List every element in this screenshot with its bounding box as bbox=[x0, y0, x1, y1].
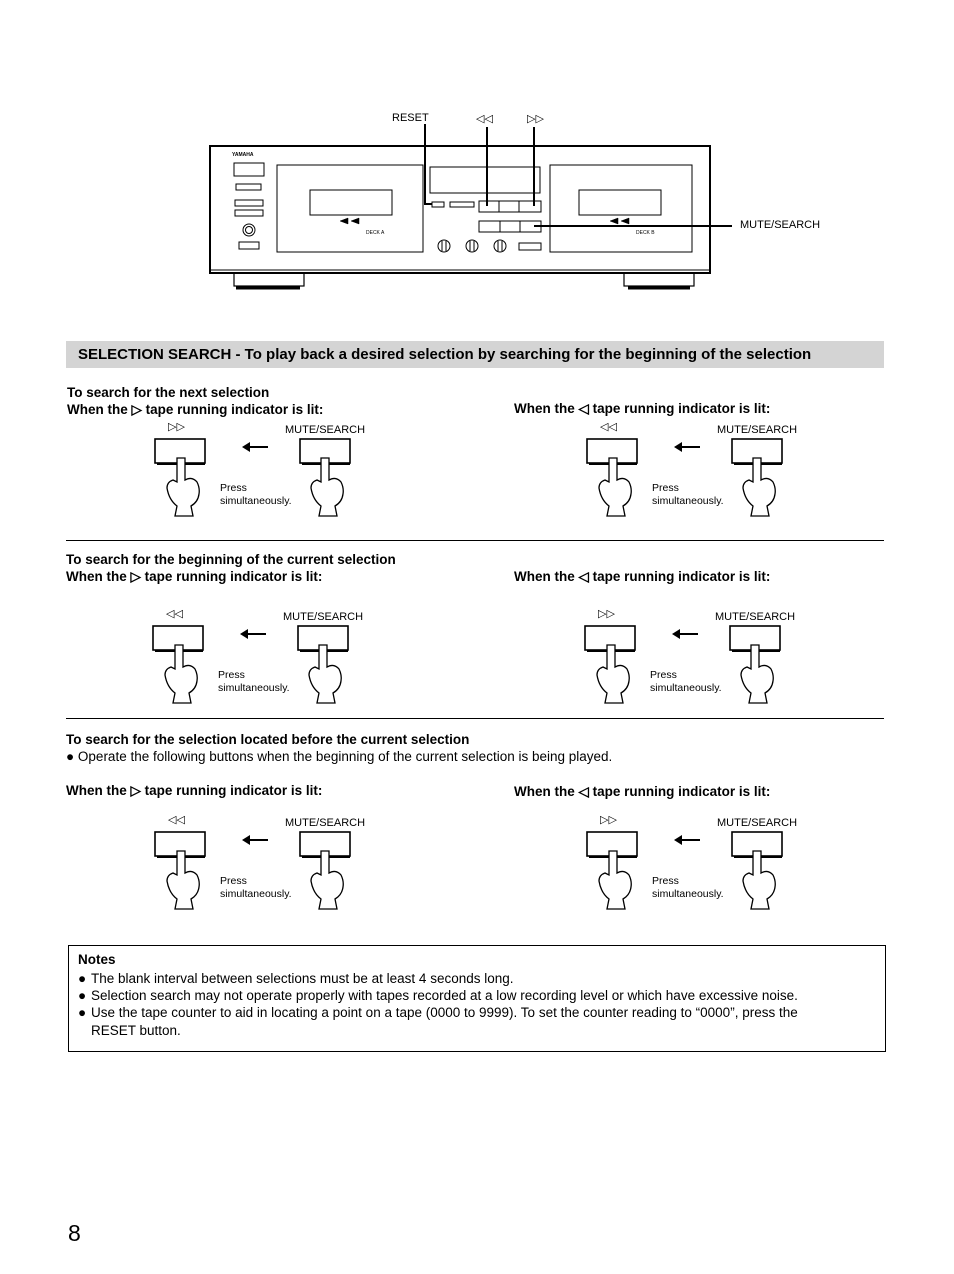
notes-title: Notes bbox=[78, 952, 116, 967]
mute-search-label: MUTE/SEARCH bbox=[285, 817, 366, 829]
press-text: Press bbox=[220, 875, 247, 887]
page-number: 8 bbox=[68, 1220, 81, 1246]
banner-title: SELECTION SEARCH - To play back a desire… bbox=[78, 346, 812, 363]
note-text: RESET button. bbox=[91, 1023, 181, 1038]
cassette-deck-drawing bbox=[209, 124, 732, 290]
press-caption: Press simultaneously. bbox=[220, 875, 292, 901]
press-simultaneously-illustration: ◁◁ MUTE/SEARCH Press simultaneously. bbox=[150, 813, 380, 913]
press-caption: Press simultaneously. bbox=[650, 669, 722, 695]
sec2-title: To search for the beginning of the curre… bbox=[66, 552, 396, 567]
section-banner: SELECTION SEARCH - To play back a desire… bbox=[66, 341, 884, 368]
notes-box: Notes ● The blank interval between selec… bbox=[68, 945, 886, 1052]
mute-search-label: MUTE/SEARCH bbox=[740, 219, 821, 231]
simultaneously-text: simultaneously. bbox=[652, 888, 724, 900]
simultaneously-text: simultaneously. bbox=[218, 682, 290, 694]
sec1-title: To search for the next selection bbox=[67, 385, 270, 400]
sec2-left-when: When the ▷ tape running indicator is lit… bbox=[66, 569, 323, 584]
hand-press-drawing bbox=[584, 625, 781, 704]
note-text: The blank interval between selections mu… bbox=[91, 971, 514, 986]
bullet-mark: ● bbox=[66, 749, 75, 764]
press-caption: Press simultaneously. bbox=[218, 669, 290, 695]
press-text: Press bbox=[650, 669, 677, 681]
sec1-right-when: When the ◁ tape running indicator is lit… bbox=[514, 401, 771, 416]
tape-button-symbol: ◁◁ bbox=[166, 608, 183, 620]
reset-label: RESET bbox=[392, 112, 429, 124]
sec3-right-when: When the ◁ tape running indicator is lit… bbox=[514, 784, 771, 799]
bullet-mark: ● bbox=[78, 988, 87, 1003]
hand-press-drawing bbox=[152, 625, 349, 704]
press-caption: Press simultaneously. bbox=[220, 482, 292, 508]
tape-button-symbol: ◁◁ bbox=[600, 421, 617, 433]
press-simultaneously-illustration: ▷▷ MUTE/SEARCH Press simultaneously. bbox=[582, 813, 812, 913]
press-simultaneously-illustration: ▷▷ MUTE/SEARCH Press simultaneously. bbox=[580, 607, 810, 707]
brand-logo: YAMAHA bbox=[232, 152, 254, 158]
press-caption: Press simultaneously. bbox=[652, 482, 724, 508]
bullet-mark: ● bbox=[78, 971, 87, 986]
press-text: Press bbox=[220, 482, 247, 494]
simultaneously-text: simultaneously. bbox=[220, 888, 292, 900]
mute-search-label: MUTE/SEARCH bbox=[283, 611, 364, 623]
press-simultaneously-illustration: ◁◁ MUTE/SEARCH Press simultaneously. bbox=[148, 607, 378, 707]
rewind-label: ◁◁ bbox=[476, 113, 493, 125]
sec3-title: To search for the selection located befo… bbox=[66, 732, 470, 747]
deck-a-label: DECK A bbox=[366, 230, 385, 236]
note-text: Selection search may not operate properl… bbox=[91, 988, 798, 1003]
tape-button-symbol: ▷▷ bbox=[600, 814, 617, 826]
sec3-left-when: When the ▷ tape running indicator is lit… bbox=[66, 783, 323, 798]
mute-search-label: MUTE/SEARCH bbox=[717, 424, 798, 436]
mute-search-label: MUTE/SEARCH bbox=[285, 424, 366, 436]
hand-press-drawing bbox=[154, 438, 351, 517]
tape-button-symbol: ▷▷ bbox=[168, 421, 185, 433]
sec2-right-when: When the ◁ tape running indicator is lit… bbox=[514, 569, 771, 584]
sec3-bullet: ● Operate the following buttons when the… bbox=[66, 749, 612, 764]
deck-b-label: DECK B bbox=[636, 230, 655, 236]
simultaneously-text: simultaneously. bbox=[220, 495, 292, 507]
hand-press-drawing bbox=[586, 831, 783, 910]
simultaneously-text: simultaneously. bbox=[652, 495, 724, 507]
note-text: Use the tape counter to aid in locating … bbox=[91, 1005, 798, 1020]
hand-press-drawing bbox=[586, 438, 783, 517]
press-text: Press bbox=[652, 875, 679, 887]
press-text: Press bbox=[652, 482, 679, 494]
press-simultaneously-illustration: ▷▷ MUTE/SEARCH Press simultaneously. bbox=[150, 420, 380, 520]
bullet-mark: ● bbox=[78, 1005, 87, 1020]
simultaneously-text: simultaneously. bbox=[650, 682, 722, 694]
sec1-left-when: When the ▷ tape running indicator is lit… bbox=[67, 402, 324, 417]
tape-button-symbol: ▷▷ bbox=[598, 608, 615, 620]
divider bbox=[66, 540, 884, 541]
fast-forward-label: ▷▷ bbox=[527, 113, 544, 125]
mute-search-label: MUTE/SEARCH bbox=[715, 611, 796, 623]
press-simultaneously-illustration: ◁◁ MUTE/SEARCH Press simultaneously. bbox=[582, 420, 812, 520]
divider bbox=[66, 718, 884, 719]
sec3-bullet-text: Operate the following buttons when the b… bbox=[77, 749, 613, 764]
hand-press-drawing bbox=[154, 831, 351, 910]
mute-search-label: MUTE/SEARCH bbox=[717, 817, 798, 829]
tape-button-symbol: ◁◁ bbox=[168, 814, 185, 826]
press-caption: Press simultaneously. bbox=[652, 875, 724, 901]
press-text: Press bbox=[218, 669, 245, 681]
